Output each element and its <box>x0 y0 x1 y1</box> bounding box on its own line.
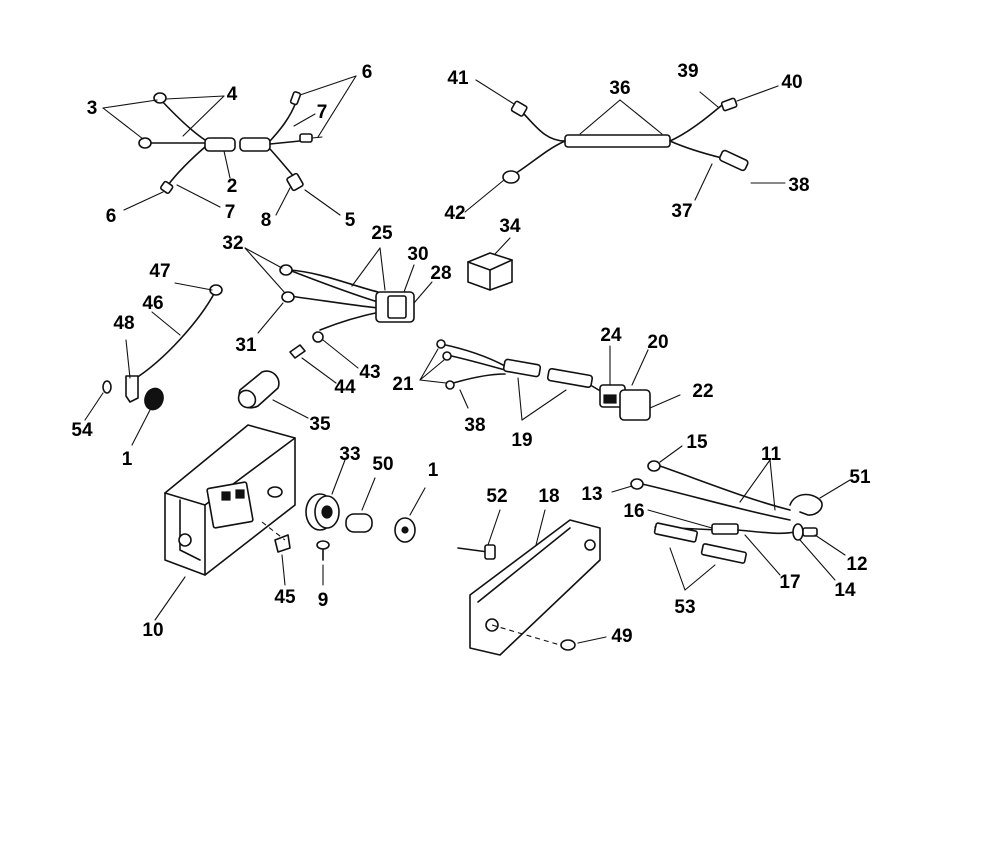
callout-38: 38 <box>788 175 809 196</box>
callout-31: 31 <box>235 335 257 356</box>
callout-30: 30 <box>407 244 428 265</box>
harness-connector <box>419 339 681 421</box>
callout-52: 52 <box>486 486 507 507</box>
callout-39: 39 <box>677 61 698 82</box>
callout-38: 38 <box>464 415 485 436</box>
callout-21: 21 <box>392 374 414 395</box>
callout-1: 1 <box>122 449 133 470</box>
callout-7: 7 <box>225 202 236 223</box>
harness-left <box>102 75 357 216</box>
callout-25: 25 <box>371 223 393 244</box>
callout-24: 24 <box>600 325 622 346</box>
callout-labels: 1 1 2 3 4 5 6 6 7 7 8 9 10 11 12 13 14 1… <box>71 61 871 647</box>
callout-22: 22 <box>692 381 713 402</box>
harness-right-lower <box>611 445 851 591</box>
callout-1: 1 <box>428 460 439 481</box>
callout-12: 12 <box>846 554 867 575</box>
callout-51: 51 <box>849 467 871 488</box>
electrical-box <box>154 424 296 621</box>
callout-4: 4 <box>227 84 238 105</box>
callout-54: 54 <box>71 420 93 441</box>
callout-43: 43 <box>359 362 380 383</box>
callout-50: 50 <box>372 454 393 475</box>
callout-40: 40 <box>781 72 802 93</box>
callout-33: 33 <box>339 444 360 465</box>
callout-28: 28 <box>430 263 451 284</box>
callout-10: 10 <box>142 620 163 641</box>
callout-34: 34 <box>499 216 521 237</box>
callout-44: 44 <box>334 377 356 398</box>
callout-7: 7 <box>317 102 328 123</box>
cover-plate <box>457 509 607 656</box>
callout-3: 3 <box>87 98 98 119</box>
callout-37: 37 <box>671 201 692 222</box>
callout-6: 6 <box>106 206 117 227</box>
callout-32: 32 <box>222 233 243 254</box>
callout-2: 2 <box>227 176 238 197</box>
callout-36: 36 <box>609 78 630 99</box>
ground-strap <box>84 282 223 446</box>
callout-8: 8 <box>261 210 272 231</box>
callout-48: 48 <box>113 313 134 334</box>
callout-13: 13 <box>581 484 602 505</box>
callout-45: 45 <box>274 587 296 608</box>
callout-11: 11 <box>761 444 782 465</box>
grommet-parts <box>261 459 426 586</box>
callout-46: 46 <box>142 293 163 314</box>
callout-53: 53 <box>674 597 695 618</box>
callout-9: 9 <box>318 590 329 611</box>
callout-42: 42 <box>444 203 465 224</box>
callout-41: 41 <box>447 68 469 89</box>
callout-6: 6 <box>362 62 373 83</box>
callout-35: 35 <box>309 414 331 435</box>
callout-20: 20 <box>647 332 668 353</box>
callout-49: 49 <box>611 626 632 647</box>
callout-15: 15 <box>686 432 708 453</box>
callout-47: 47 <box>149 261 170 282</box>
callout-17: 17 <box>779 572 800 593</box>
callout-19: 19 <box>511 430 532 451</box>
harness-right <box>464 79 786 213</box>
harness-middle <box>237 237 513 419</box>
callout-18: 18 <box>538 486 559 507</box>
callout-5: 5 <box>345 210 356 231</box>
callout-14: 14 <box>834 580 856 601</box>
callout-16: 16 <box>623 501 644 522</box>
